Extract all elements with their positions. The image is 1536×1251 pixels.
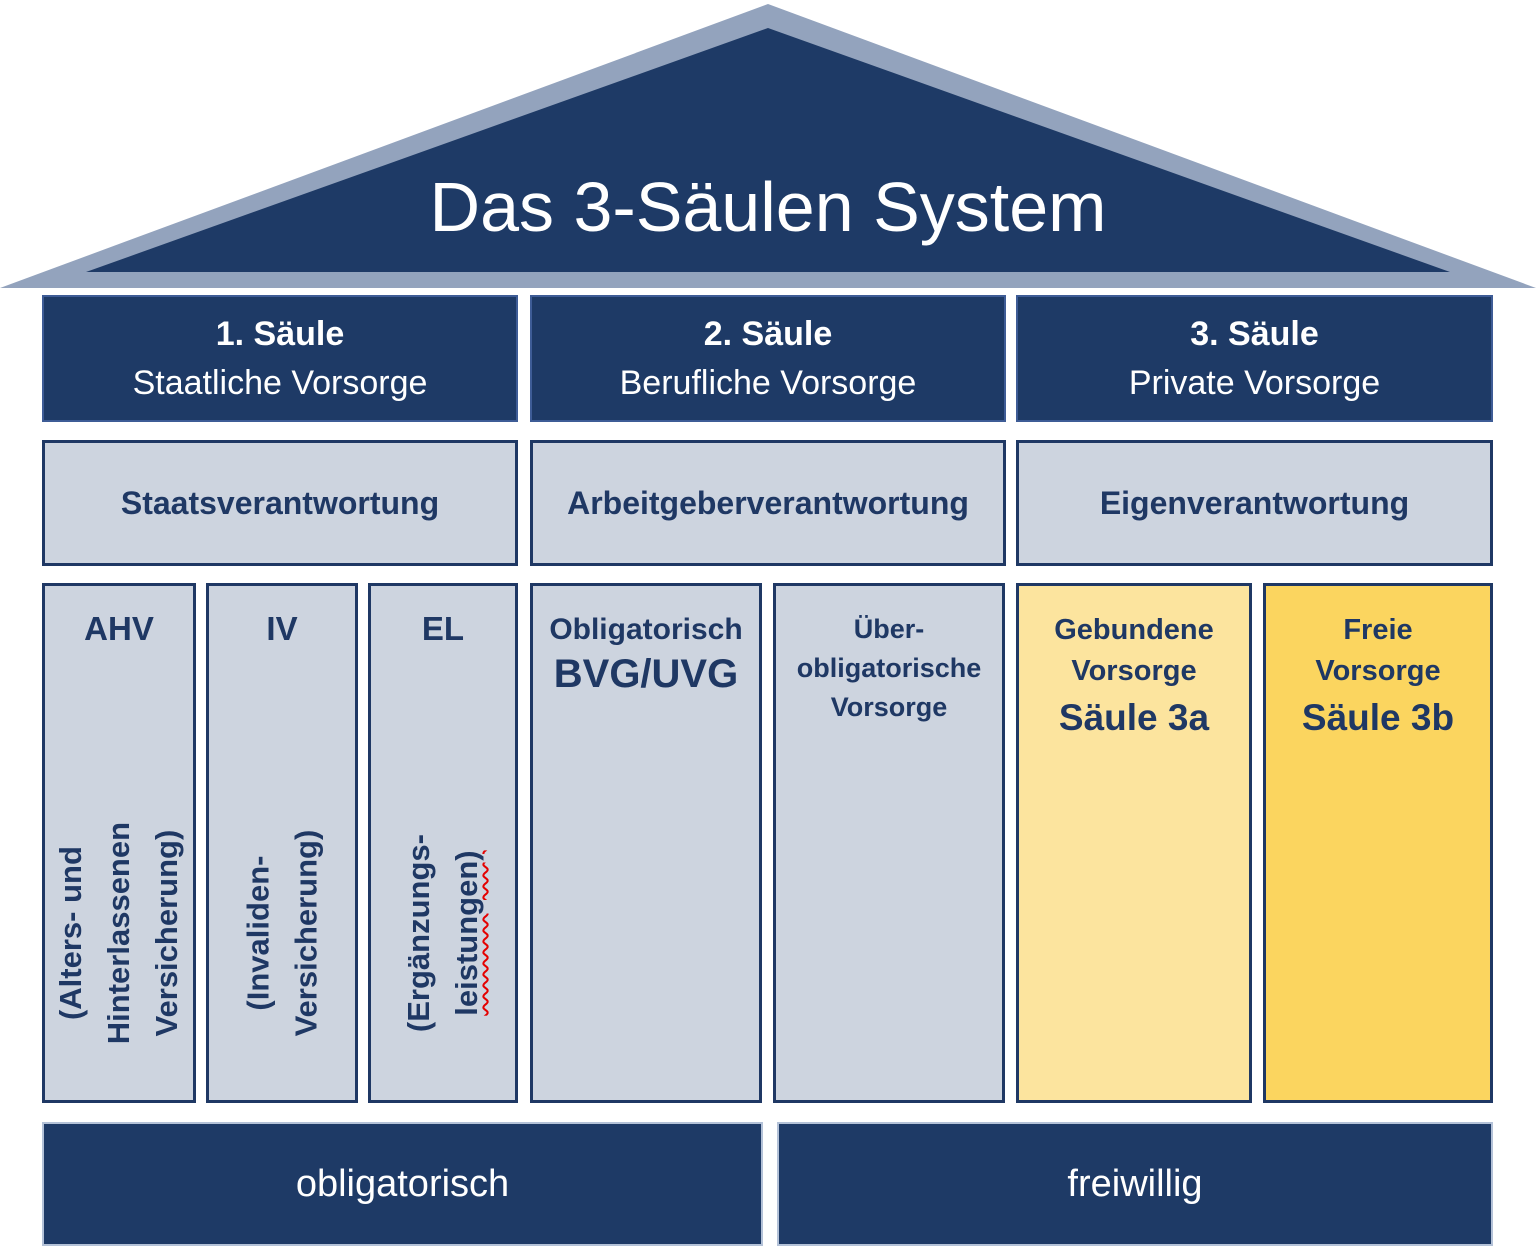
column-ahv: AHV (Alters- und Hinterlassenen Versiche… (42, 583, 196, 1103)
column-ahv-detail: (Alters- und Hinterlassenen Versicherung… (45, 776, 193, 1090)
column-saeule-3a: Gebundene Vorsorge Säule 3a (1016, 583, 1252, 1103)
pillar-3-number: 3. Säule (1190, 315, 1319, 354)
diagram-title: Das 3-Säulen System (429, 168, 1107, 246)
column-ueberobligatorische-vorsorge: Über- obligatorische Vorsorge (773, 583, 1005, 1103)
column-iv-detail-line: (Invaliden- (239, 855, 275, 1011)
column-3b-label-line: Vorsorge (1315, 655, 1441, 688)
column-iv-abbr: IV (266, 610, 298, 647)
column-ueber-label-line: Über- (853, 614, 925, 644)
column-3a-label-line: Gebundene (1054, 614, 1214, 646)
pillar-1-number: 1. Säule (215, 315, 345, 354)
pillar-2-header: 2. Säule Berufliche Vorsorge (530, 295, 1006, 422)
column-iv: IV (Invaliden- Versicherung) (206, 583, 358, 1103)
column-3b-label-line: Freie (1343, 614, 1413, 646)
column-bvg-label-line: BVG/UVG (553, 652, 739, 696)
column-ahv-abbr: AHV (84, 610, 154, 647)
column-3b-label-line: Säule 3b (1301, 697, 1455, 739)
pillar-1-header: 1. Säule Staatliche Vorsorge (42, 295, 518, 422)
column-iv-detail-line: Versicherung) (288, 829, 323, 1037)
column-iv-detail: (Invaliden- Versicherung) (209, 776, 355, 1090)
column-ueber-label-line: obligatorische (796, 653, 982, 684)
column-el-detail-line-misspelled: leistungen) (449, 850, 484, 1016)
column-bvg-obligatorisch: Obligatorisch BVG/UVG (530, 583, 762, 1103)
column-saeule-3b: Freie Vorsorge Säule 3b (1263, 583, 1493, 1103)
footer-bar-obligatorisch: obligatorisch (42, 1122, 763, 1246)
pillar-3-name: Private Vorsorge (1128, 363, 1381, 402)
column-el-detail: (Ergänzungs- leistungen) (371, 776, 515, 1090)
pillar-2-name: Berufliche Vorsorge (619, 363, 917, 402)
pillar-2-responsibility: Arbeitgeberverantwortung (530, 440, 1006, 566)
roof-shape (0, 4, 1536, 288)
roof-inner (86, 28, 1450, 272)
column-ueber-label-line: Vorsorge (830, 692, 948, 723)
column-ahv-detail-line: (Alters- und (52, 846, 88, 1020)
column-bvg-label-line: Obligatorisch (549, 613, 743, 646)
column-el-detail-line: (Ergänzungs- (400, 833, 436, 1033)
footer-bar-freiwillig: freiwillig (777, 1122, 1493, 1246)
pillar-2-number: 2. Säule (703, 315, 833, 354)
pillar-3-responsibility: Eigenverantwortung (1016, 440, 1493, 566)
column-el: EL (Ergänzungs- leistungen) (368, 583, 518, 1103)
column-3a-label-line: Vorsorge (1071, 655, 1197, 688)
pillar-1-responsibility: Staatsverantwortung (42, 440, 518, 566)
pillar-3-header: 3. Säule Private Vorsorge (1016, 295, 1493, 422)
pillar-1-name: Staatliche Vorsorge (132, 363, 428, 402)
column-3a-label-line: Säule 3a (1058, 697, 1210, 739)
column-ahv-detail-line: Versicherung) (149, 829, 185, 1037)
column-ahv-detail-line: Hinterlassenen (100, 821, 136, 1045)
column-el-abbr: EL (421, 610, 465, 647)
